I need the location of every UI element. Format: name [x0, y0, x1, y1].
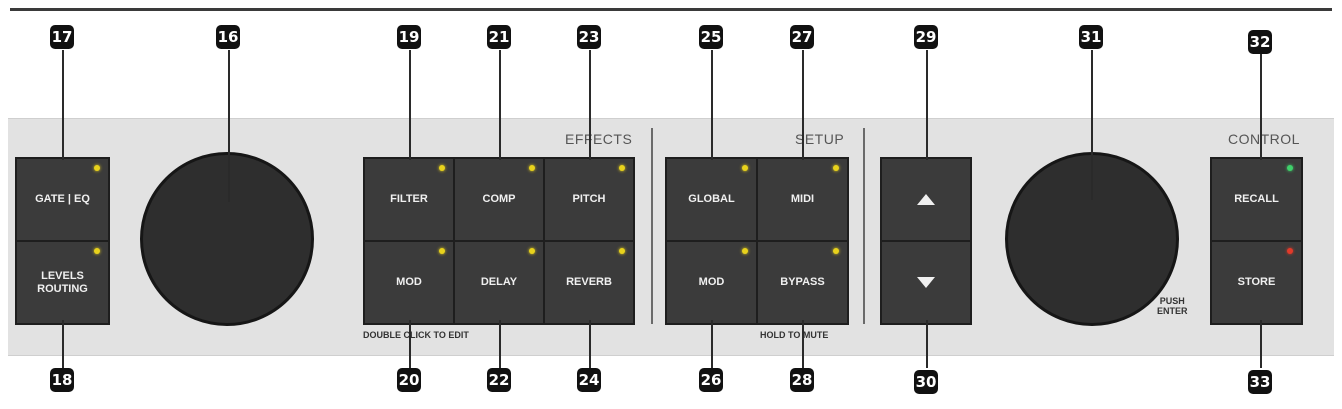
- callout-19: 19: [397, 25, 421, 49]
- gate-eq-button[interactable]: GATE | EQ: [15, 157, 110, 242]
- callout-30: 30: [914, 370, 938, 394]
- levels-routing-button[interactable]: LEVELS ROUTING: [15, 240, 110, 325]
- leader-line: [228, 50, 230, 202]
- down-arrow-icon: [917, 277, 935, 288]
- up-arrow-icon: [917, 194, 935, 205]
- button-label: PITCH: [572, 193, 606, 205]
- leader-line: [1260, 320, 1262, 368]
- status-led: [619, 248, 625, 254]
- status-led: [439, 248, 445, 254]
- down-arrow-button[interactable]: [880, 240, 972, 325]
- status-led: [439, 165, 445, 171]
- delay-button[interactable]: DELAY: [453, 240, 545, 325]
- status-led: [94, 165, 100, 171]
- button-label: FILTER: [390, 193, 428, 205]
- top-rule: [10, 8, 1332, 11]
- global-button[interactable]: GLOBAL: [665, 157, 758, 242]
- status-led: [94, 248, 100, 254]
- leader-line: [802, 50, 804, 160]
- section-divider: [651, 128, 653, 324]
- mod-effects-button[interactable]: MOD: [363, 240, 455, 325]
- callout-23: 23: [577, 25, 601, 49]
- callout-33: 33: [1248, 370, 1272, 394]
- callout-17: 17: [50, 25, 74, 49]
- callout-25: 25: [699, 25, 723, 49]
- leader-line: [409, 320, 411, 368]
- mod-setup-button[interactable]: MOD: [665, 240, 758, 325]
- double-click-note: DOUBLE CLICK TO EDIT: [363, 330, 469, 340]
- callout-18: 18: [50, 368, 74, 392]
- leader-line: [589, 50, 591, 160]
- store-button[interactable]: STORE: [1210, 240, 1303, 325]
- leader-line: [62, 50, 64, 160]
- callout-26: 26: [699, 368, 723, 392]
- status-led: [619, 165, 625, 171]
- button-label: STORE: [1237, 276, 1276, 288]
- button-label: BYPASS: [780, 276, 825, 288]
- reverb-button[interactable]: REVERB: [543, 240, 635, 325]
- leader-line: [711, 50, 713, 160]
- leader-line: [409, 50, 411, 160]
- leader-line: [802, 320, 804, 368]
- button-label: REVERB: [566, 276, 612, 288]
- up-arrow-button[interactable]: [880, 157, 972, 242]
- status-led: [1287, 165, 1293, 171]
- leader-line: [926, 320, 928, 368]
- section-label-setup: SETUP: [795, 131, 845, 147]
- button-label: MIDI: [790, 193, 815, 205]
- midi-button[interactable]: MIDI: [756, 157, 849, 242]
- leader-line: [926, 50, 928, 160]
- button-label: MOD: [396, 276, 422, 288]
- section-divider: [863, 128, 865, 324]
- callout-31: 31: [1079, 25, 1103, 49]
- leader-line: [499, 320, 501, 368]
- leader-line: [1091, 50, 1093, 200]
- recall-button[interactable]: RECALL: [1210, 157, 1303, 242]
- section-label-effects: EFFECTS: [565, 131, 633, 147]
- status-led: [1287, 248, 1293, 254]
- status-led: [529, 165, 535, 171]
- status-led: [833, 165, 839, 171]
- status-led: [742, 248, 748, 254]
- comp-button[interactable]: COMP: [453, 157, 545, 242]
- button-label: GLOBAL: [688, 193, 735, 205]
- section-label-control: CONTROL: [1228, 131, 1300, 147]
- pitch-button[interactable]: PITCH: [543, 157, 635, 242]
- status-led: [742, 165, 748, 171]
- hold-to-mute-note: HOLD TO MUTE: [760, 330, 829, 340]
- leader-line: [499, 50, 501, 160]
- bypass-button[interactable]: BYPASS: [756, 240, 849, 325]
- leader-line: [62, 320, 64, 368]
- callout-16: 16: [216, 25, 240, 49]
- callout-20: 20: [397, 368, 421, 392]
- leader-line: [1260, 54, 1262, 160]
- button-label: DELAY: [480, 276, 518, 288]
- callout-21: 21: [487, 25, 511, 49]
- button-label: COMP: [482, 193, 516, 205]
- status-led: [529, 248, 535, 254]
- callout-29: 29: [914, 25, 938, 49]
- leader-line: [711, 320, 713, 368]
- button-label: RECALL: [1234, 193, 1279, 205]
- filter-button[interactable]: FILTER: [363, 157, 455, 242]
- button-label: LEVELS ROUTING: [37, 269, 88, 295]
- button-label: GATE | EQ: [35, 193, 90, 205]
- leader-line: [589, 320, 591, 368]
- callout-27: 27: [790, 25, 814, 49]
- callout-28: 28: [790, 368, 814, 392]
- callout-22: 22: [487, 368, 511, 392]
- push-enter-note: PUSH ENTER: [1157, 296, 1188, 316]
- parameter-knob[interactable]: [140, 152, 314, 326]
- callout-32: 32: [1248, 30, 1272, 54]
- button-label: MOD: [698, 276, 725, 288]
- status-led: [833, 248, 839, 254]
- callout-24: 24: [577, 368, 601, 392]
